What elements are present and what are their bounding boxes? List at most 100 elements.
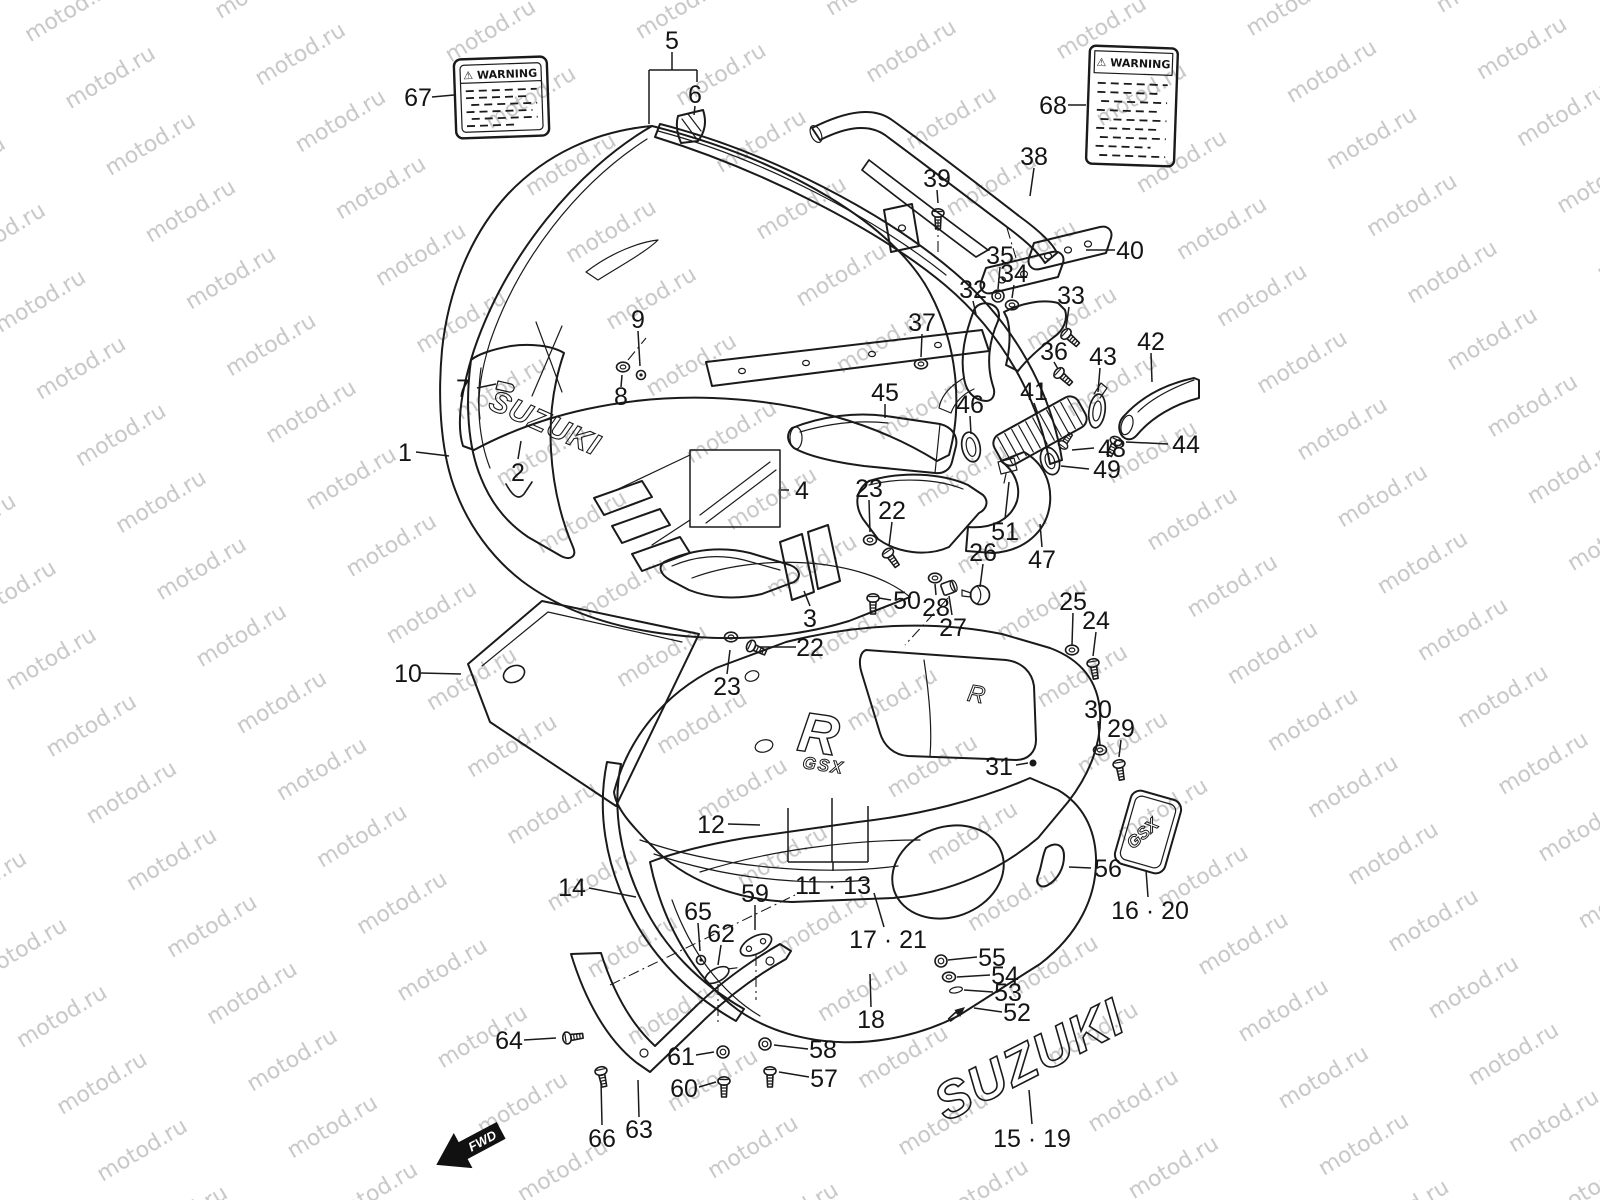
leader-line-16·20	[1145, 869, 1149, 898]
part-label-11·13: 11 · 13	[795, 872, 871, 900]
part-label-22: 22	[878, 497, 906, 525]
leader-line-67	[431, 94, 455, 98]
warning-label-left: ⚠ WARNING	[452, 55, 551, 140]
leader-line-41	[1033, 402, 1039, 415]
intake-scoop	[659, 548, 800, 599]
leader-line-60	[698, 1081, 717, 1088]
leader-line-63	[637, 1079, 640, 1118]
leader-line-23	[868, 499, 871, 533]
part-label-60: 60	[670, 1075, 698, 1103]
leader-line-35	[997, 266, 1001, 290]
part-label-6: 6	[688, 81, 702, 109]
leader-line-44	[1125, 441, 1169, 445]
clip-53	[949, 986, 963, 994]
leader-line-43	[1097, 367, 1101, 393]
part-label-23: 23	[855, 475, 883, 503]
part-label-46: 46	[956, 391, 984, 419]
part-label-61: 61	[667, 1043, 695, 1071]
part-label-28: 28	[922, 594, 950, 622]
leader-line-48	[1071, 447, 1095, 451]
leaders-layer	[415, 94, 1169, 1126]
part-label-56: 56	[1094, 855, 1122, 883]
leader-line-18	[869, 973, 872, 1008]
leader-line-28	[934, 583, 937, 596]
part-label-27: 27	[939, 614, 967, 642]
warning-label-right: ⚠ WARNING	[1084, 44, 1179, 168]
part-label-29: 29	[1107, 715, 1135, 743]
air-duct-assembly	[787, 377, 1200, 554]
clamp-46	[960, 431, 982, 463]
side-cowling: R GSX R	[613, 624, 1102, 903]
plate-59	[739, 933, 773, 957]
leader-line-1	[415, 451, 450, 457]
part-label-8: 8	[614, 383, 628, 411]
part-label-64: 64	[495, 1027, 523, 1055]
cowl-chevron-mark	[505, 481, 533, 498]
leader-line-9	[637, 330, 641, 367]
leader-line-22	[888, 521, 893, 547]
leader-line-50	[878, 597, 892, 601]
pad-62	[704, 965, 738, 985]
mount-plate-35	[979, 250, 1065, 295]
leader-line-36	[1053, 361, 1059, 370]
screw-52	[947, 1007, 965, 1022]
part-label-1: 1	[398, 439, 412, 467]
window-mark-r: R	[965, 680, 987, 710]
leader-line-52	[973, 1007, 1003, 1013]
part-label-31: 31	[985, 753, 1013, 781]
label-5-bracket	[648, 52, 698, 124]
assembly-center-lines	[609, 220, 1017, 1022]
leader-line-31	[1015, 762, 1029, 766]
corrugated-hose-41	[992, 395, 1088, 467]
part-label-67: 67	[404, 84, 432, 112]
leader-line-27	[948, 595, 953, 616]
part-label-48: 48	[1098, 435, 1126, 463]
part-label-57: 57	[810, 1065, 838, 1093]
part-label-44: 44	[1172, 431, 1200, 459]
part-label-63: 63	[625, 1116, 653, 1144]
warning-left-header: ⚠ WARNING	[463, 67, 537, 83]
leader-line-66	[600, 1080, 603, 1126]
duct-tab	[997, 457, 1018, 484]
part-label-50: 50	[893, 587, 921, 615]
leader-line-61	[695, 1051, 715, 1056]
part-label-25: 25	[1059, 588, 1087, 616]
part-label-62: 62	[707, 920, 735, 948]
leader-line-15·19	[1028, 1089, 1033, 1125]
leader-line-49	[1060, 465, 1090, 470]
part-label-52: 52	[1003, 999, 1031, 1027]
leader-line-65	[697, 922, 701, 952]
part-label-24: 24	[1082, 607, 1110, 635]
part-label-9: 9	[631, 306, 645, 334]
part-label-36: 36	[1040, 338, 1068, 366]
fasteners-layer	[495, 208, 1129, 1098]
part-label-12: 12	[697, 811, 725, 839]
leader-line-51	[1004, 481, 1010, 520]
leader-line-12	[727, 823, 761, 826]
leader-line-46	[969, 415, 972, 435]
part-label-47: 47	[1028, 546, 1056, 574]
part-label-2: 2	[511, 459, 525, 487]
part-label-39: 39	[923, 165, 951, 193]
leader-line-56	[1068, 866, 1092, 869]
leader-line-3	[803, 590, 811, 607]
part-label-41: 41	[1020, 378, 1048, 406]
part-label-66: 66	[588, 1125, 616, 1153]
part-label-68: 68	[1039, 92, 1067, 120]
part-label-58: 58	[809, 1036, 837, 1064]
part-label-49: 49	[1093, 456, 1121, 484]
part-label-4: 4	[795, 477, 809, 505]
part-label-7: 7	[456, 375, 470, 403]
leader-line-17·21	[873, 892, 885, 928]
leader-line-6	[693, 105, 696, 116]
part-label-3: 3	[803, 605, 817, 633]
lower-bracket-63	[570, 943, 792, 1073]
part-label-18: 18	[857, 1006, 885, 1034]
trim-end-cap	[675, 109, 707, 144]
part-label-40: 40	[1116, 237, 1144, 265]
part-label-16·20: 16 · 20	[1111, 897, 1189, 925]
leader-line-30	[1097, 720, 1101, 746]
